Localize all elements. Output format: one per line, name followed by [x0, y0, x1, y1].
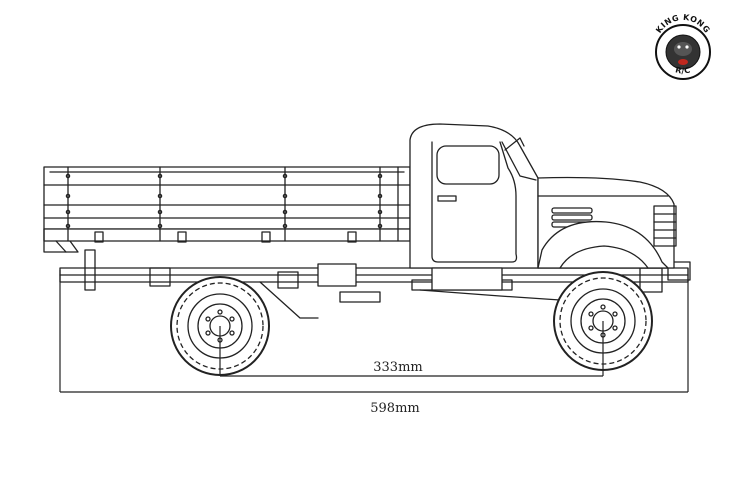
logo-red-accent: [678, 59, 688, 65]
wheelbase-label: 333mm: [373, 360, 422, 375]
logo-bottom-text: R/C: [674, 65, 691, 75]
truck-cab: [409, 123, 539, 269]
brand-logo: KING KONG R/C: [654, 13, 711, 80]
fuel-tank: [431, 267, 503, 291]
cargo-bed: [43, 166, 411, 253]
truck-side-view-drawing: [43, 123, 691, 319]
overall-length-label: 598mm: [370, 401, 419, 416]
wheelbase-dimension: [219, 321, 604, 377]
overall-length-dimension: [59, 268, 689, 393]
